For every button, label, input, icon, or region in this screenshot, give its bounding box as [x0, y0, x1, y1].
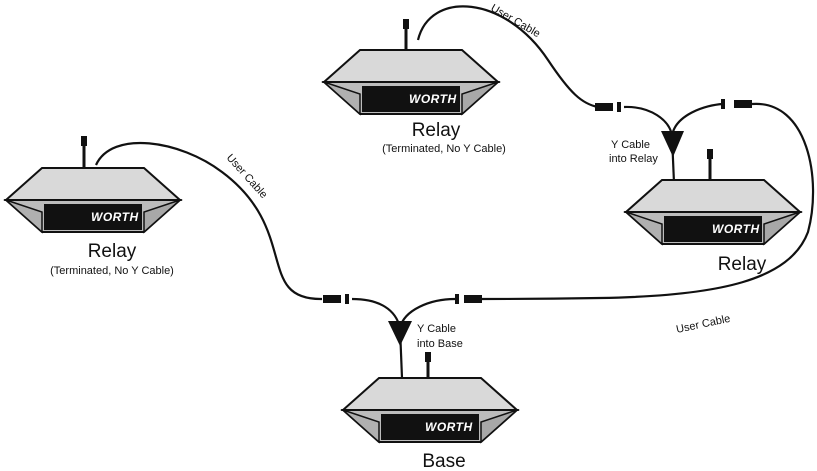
- relay-top-sublabel: (Terminated, No Y Cable): [382, 143, 506, 155]
- connector: [595, 103, 613, 111]
- y-cable-relay-label-1: Y Cable: [611, 139, 650, 151]
- relay-left-device: WORTH: [5, 136, 181, 233]
- connector: [323, 295, 341, 303]
- y-cable-base-label-2: into Base: [417, 338, 463, 350]
- connector: [734, 100, 752, 108]
- connectors: [323, 99, 752, 304]
- connector: [455, 294, 459, 304]
- connector: [464, 295, 482, 303]
- y-cable-base-label-1: Y Cable: [417, 323, 456, 335]
- brand-logo: WORTH: [91, 210, 139, 224]
- y-junction-relay: [661, 131, 684, 157]
- relay-left-label: Relay: [88, 241, 137, 262]
- relay-top-device: WORTH: [323, 19, 499, 115]
- base-label: Base: [422, 451, 465, 471]
- connector: [345, 294, 349, 304]
- relay-right-label: Relay: [718, 254, 767, 275]
- user-cable-left: [95, 141, 323, 301]
- brand-logo: WORTH: [425, 420, 473, 434]
- connector: [721, 99, 725, 109]
- base-device: WORTH: [342, 352, 518, 443]
- user-cable-bottom-label: User Cable: [675, 313, 731, 336]
- brand-logo: WORTH: [409, 92, 457, 106]
- user-cable-bottom: [481, 102, 815, 301]
- connector: [617, 102, 621, 112]
- y-junction-base: [388, 321, 412, 346]
- relay-left-sublabel: (Terminated, No Y Cable): [50, 265, 174, 277]
- user-cable-top: [416, 5, 599, 109]
- relay-right-device: WORTH: [625, 149, 801, 245]
- user-cable-top-label: User Cable: [489, 2, 543, 40]
- y-cable-relay-label-2: into Relay: [609, 153, 658, 165]
- relay-top-label: Relay: [412, 120, 461, 141]
- brand-logo: WORTH: [712, 222, 760, 236]
